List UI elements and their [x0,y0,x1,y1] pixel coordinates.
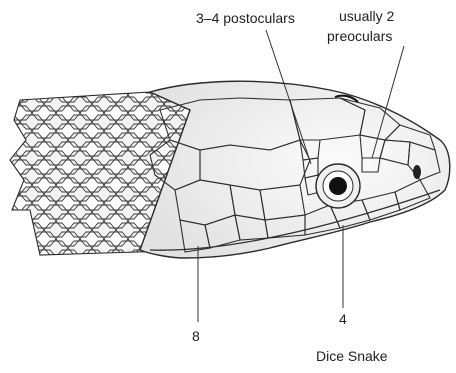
label-infralabial-count: 4 [339,311,347,328]
eye [316,164,360,208]
label-preoculars-line1: usually 2 [339,8,394,25]
label-postoculars: 3–4 postoculars [196,10,295,27]
head-shape [140,81,450,258]
nostril [413,165,421,179]
figure-caption: Dice Snake [316,348,388,365]
label-supralabials-count: 8 [192,328,200,345]
label-preoculars-line2: preoculars [327,28,392,45]
